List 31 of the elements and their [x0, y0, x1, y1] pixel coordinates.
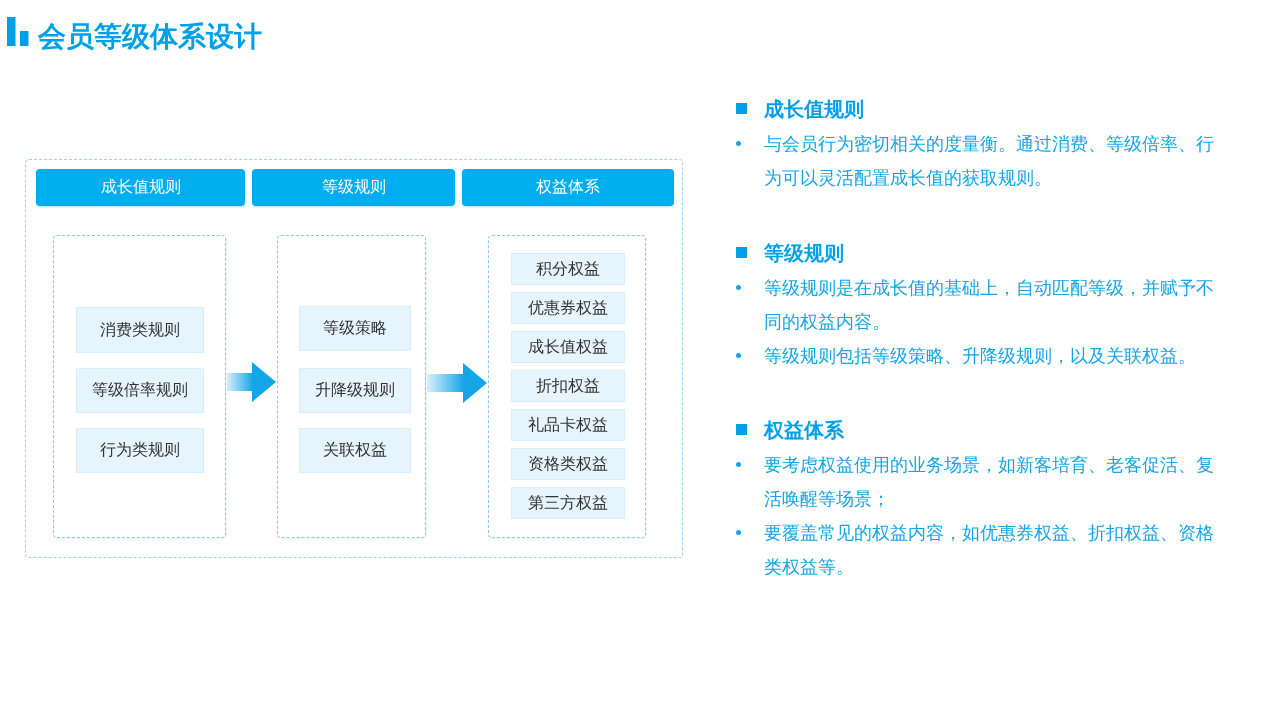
column-header: 等级规则 — [252, 169, 455, 206]
column-header: 权益体系 — [462, 169, 674, 206]
item-box: 行为类规则 — [76, 428, 204, 473]
bullet-text: 与会员行为密切相关的度量衡。通过消费、等级倍率、行为可以灵活配置成长值的获取规则。 — [764, 133, 1215, 190]
item-box: 积分权益 — [511, 253, 625, 285]
section-heading: 权益体系 — [764, 418, 844, 443]
dashed-panel — [488, 235, 646, 538]
page-title: 会员等级体系设计 — [38, 20, 262, 54]
bullet-text: 等级规则是在成长值的基础上，自动匹配等级，并赋予不同的权益内容。 — [764, 277, 1215, 334]
dashed-panel — [53, 235, 226, 538]
dashed-panel — [277, 235, 426, 538]
item-box: 消费类规则 — [76, 307, 204, 353]
item-box: 关联权益 — [299, 428, 411, 473]
dashed-frame — [25, 159, 683, 558]
bullet-text: 要覆盖常见的权益内容，如优惠券权益、折扣权益、资格类权益等。 — [764, 522, 1215, 579]
item-box: 等级倍率规则 — [76, 368, 204, 413]
item-box: 折扣权益 — [511, 370, 625, 402]
item-box: 优惠券权益 — [511, 292, 625, 324]
bullet-text: 等级规则包括等级策略、升降级规则，以及关联权益。 — [764, 345, 1197, 368]
column-header: 成长值规则 — [36, 169, 245, 206]
item-box: 资格类权益 — [511, 448, 625, 480]
section-heading: 成长值规则 — [764, 97, 864, 122]
section-heading: 等级规则 — [764, 241, 844, 266]
arrow — [225, 362, 276, 402]
bullet-text: 要考虑权益使用的业务场景，如新客培育、老客促活、复活唤醒等场景； — [764, 454, 1215, 511]
item-box: 升降级规则 — [299, 368, 411, 413]
item-box: 礼品卡权益 — [511, 409, 625, 441]
item-box: 等级策略 — [299, 306, 411, 351]
arrow — [425, 363, 487, 403]
item-box: 第三方权益 — [511, 487, 625, 519]
item-box: 成长值权益 — [511, 331, 625, 363]
